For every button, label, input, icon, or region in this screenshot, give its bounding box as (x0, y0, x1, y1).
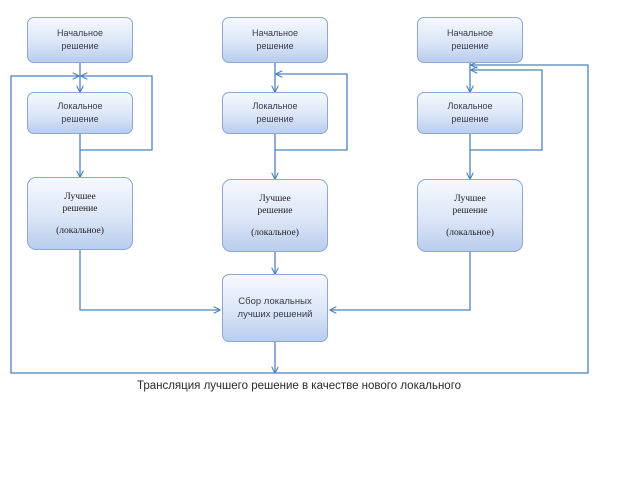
collector-label: лучших решений (237, 309, 313, 320)
initial-solution-box-1: Начальное решение (27, 17, 133, 63)
best-solution-label: Лучшее (259, 193, 291, 204)
loop-back-2 (275, 74, 348, 151)
best-solution-label: Лучшее (454, 193, 486, 204)
broadcast-line-right (275, 65, 589, 374)
broadcast-line-left (10, 76, 275, 374)
loop-back-3 (470, 70, 543, 151)
initial-solution-label: Начальное (447, 28, 493, 38)
best-local-solution-box-3: Лучшее решение (локальное) (417, 179, 523, 252)
diagram-caption: Трансляция лучшего решение в качестве но… (136, 380, 462, 392)
local-solution-box-2: Локальное решение (222, 92, 328, 134)
initial-solution-box-2: Начальное решение (222, 17, 328, 63)
initial-solution-label: решение (61, 41, 99, 51)
initial-solution-label: Начальное (252, 28, 298, 38)
initial-solution-label: решение (451, 41, 489, 51)
local-solution-label: решение (61, 114, 99, 124)
best-solution-label: решение (62, 203, 98, 214)
local-solution-label: Локальное (252, 101, 298, 111)
local-solution-label: Локальное (447, 101, 493, 111)
arrow-best3-to-collector (330, 252, 471, 310)
local-solution-label: решение (451, 114, 489, 124)
initial-solution-box-3: Начальное решение (417, 17, 523, 63)
collector-label: Сбор локальных (238, 296, 312, 307)
best-solution-label: решение (452, 205, 488, 216)
best-solution-note: (локальное) (251, 227, 299, 238)
arrow-best1-to-collector (79, 250, 220, 310)
initial-solution-label: решение (256, 41, 294, 51)
local-solution-box-1: Локальное решение (27, 92, 133, 134)
local-solution-label: решение (256, 114, 294, 124)
best-local-solution-box-1: Лучшее решение (локальное) (27, 177, 133, 250)
best-solution-note: (локальное) (446, 227, 494, 238)
best-local-solution-box-2: Лучшее решение (локальное) (222, 179, 328, 252)
best-solution-label: Лучшее (64, 191, 96, 202)
best-solution-note: (локальное) (56, 225, 104, 236)
local-solution-box-3: Локальное решение (417, 92, 523, 134)
collector-box: Сбор локальных лучших решений (222, 274, 328, 342)
best-solution-label: решение (257, 205, 293, 216)
initial-solution-label: Начальное (57, 28, 103, 38)
local-solution-label: Локальное (57, 101, 103, 111)
loop-back-1 (80, 76, 153, 151)
